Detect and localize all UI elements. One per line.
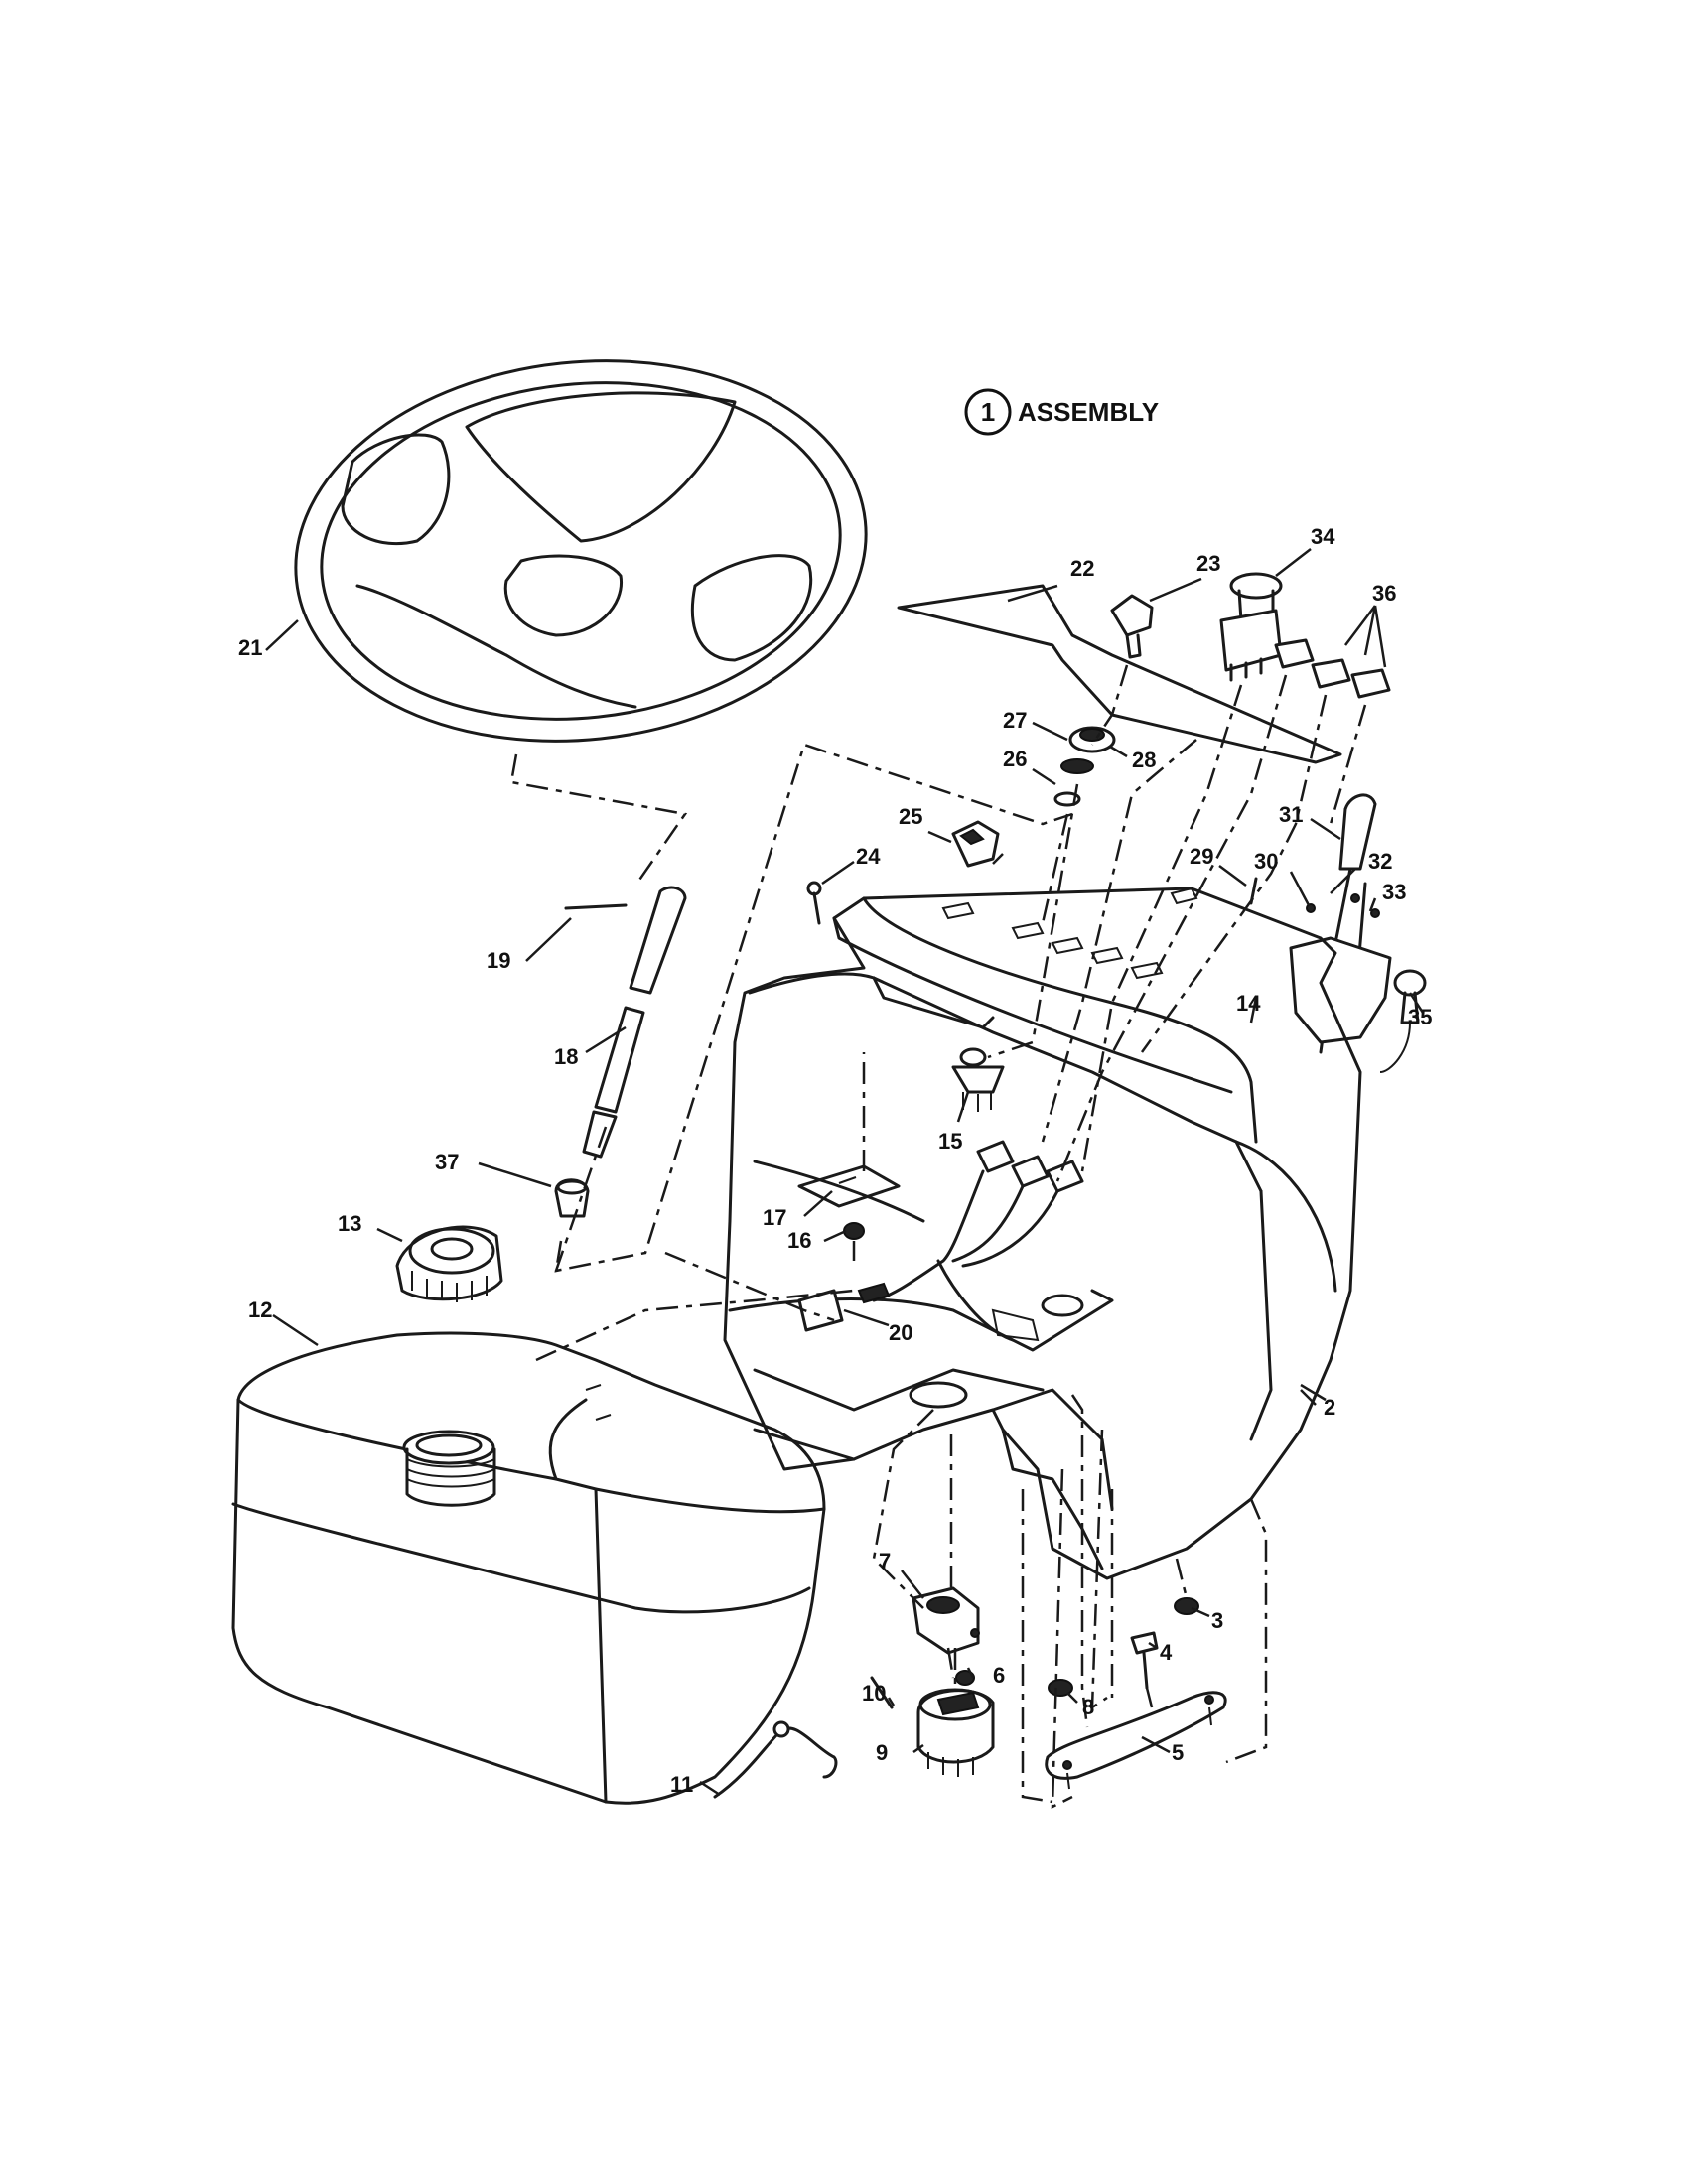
callout-leaders [265, 548, 1425, 1797]
label-15: 15 [938, 1129, 962, 1154]
label-21: 21 [238, 635, 262, 660]
seat-switch [951, 820, 1000, 868]
label-20: 20 [889, 1320, 912, 1345]
bushing [554, 1178, 590, 1218]
part-number-labels: 21 22 23 34 36 27 28 26 25 24 29 30 31 3… [238, 524, 1432, 1797]
label-7: 7 [879, 1549, 891, 1573]
assembly-callout-circle [964, 388, 1012, 436]
label-24: 24 [856, 844, 881, 869]
key-switch-grommets [1053, 726, 1116, 807]
label-22: 22 [1070, 556, 1094, 581]
label-2: 2 [1324, 1395, 1335, 1420]
assembly-title: 1 ASSEMBLY [964, 388, 1159, 436]
label-16: 16 [787, 1228, 811, 1253]
light-lamps [1274, 638, 1391, 699]
mounting-hardware [1045, 1597, 1227, 1790]
label-13: 13 [338, 1211, 361, 1236]
label-35: 35 [1408, 1005, 1432, 1029]
label-34: 34 [1311, 524, 1335, 549]
roll-pin [564, 903, 628, 910]
label-8: 8 [1082, 1695, 1094, 1719]
label-19: 19 [487, 948, 510, 973]
label-32: 32 [1368, 849, 1392, 874]
throttle-control [1289, 793, 1392, 1054]
label-9: 9 [876, 1740, 888, 1765]
ignition-key [1110, 594, 1154, 659]
label-4: 4 [1160, 1640, 1173, 1665]
mounting-plate [797, 1164, 901, 1240]
label-33: 33 [1382, 880, 1406, 904]
label-17: 17 [763, 1205, 786, 1230]
screw-24 [806, 881, 822, 925]
label-14: 14 [1236, 991, 1261, 1016]
label-12: 12 [248, 1297, 272, 1322]
ignition-switch-parts [870, 1586, 995, 1777]
label-29: 29 [1190, 844, 1213, 869]
label-27: 27 [1003, 708, 1027, 733]
label-26: 26 [1003, 747, 1027, 771]
ignition-switch [951, 1047, 1005, 1112]
dash-tower [723, 887, 1362, 1580]
steering-wheel [294, 359, 868, 743]
wiring-harness [797, 1140, 1084, 1342]
label-11: 11 [670, 1772, 693, 1797]
fuel-cap [395, 1225, 503, 1302]
label-36: 36 [1372, 581, 1396, 606]
label-10: 10 [862, 1681, 886, 1706]
assembly-title-text: ASSEMBLY [1018, 397, 1159, 427]
label-6: 6 [993, 1663, 1005, 1688]
assembly-guide-lines [509, 664, 1367, 1810]
label-30: 30 [1254, 849, 1278, 874]
steering-shaft [564, 886, 687, 1159]
label-5: 5 [1172, 1740, 1184, 1765]
fuel-line-clip [713, 1720, 838, 1799]
label-18: 18 [554, 1044, 578, 1069]
dash-panel [897, 584, 1342, 764]
label-3: 3 [1211, 1608, 1223, 1633]
label-25: 25 [899, 804, 922, 829]
choke-knob [1219, 572, 1283, 682]
label-37: 37 [435, 1150, 459, 1174]
headlight-switch [1379, 969, 1427, 1073]
assembly-callout-number: 1 [981, 397, 995, 427]
label-23: 23 [1196, 551, 1220, 576]
fuel-tank [231, 1331, 826, 1805]
label-28: 28 [1132, 748, 1156, 772]
label-31: 31 [1279, 802, 1303, 827]
